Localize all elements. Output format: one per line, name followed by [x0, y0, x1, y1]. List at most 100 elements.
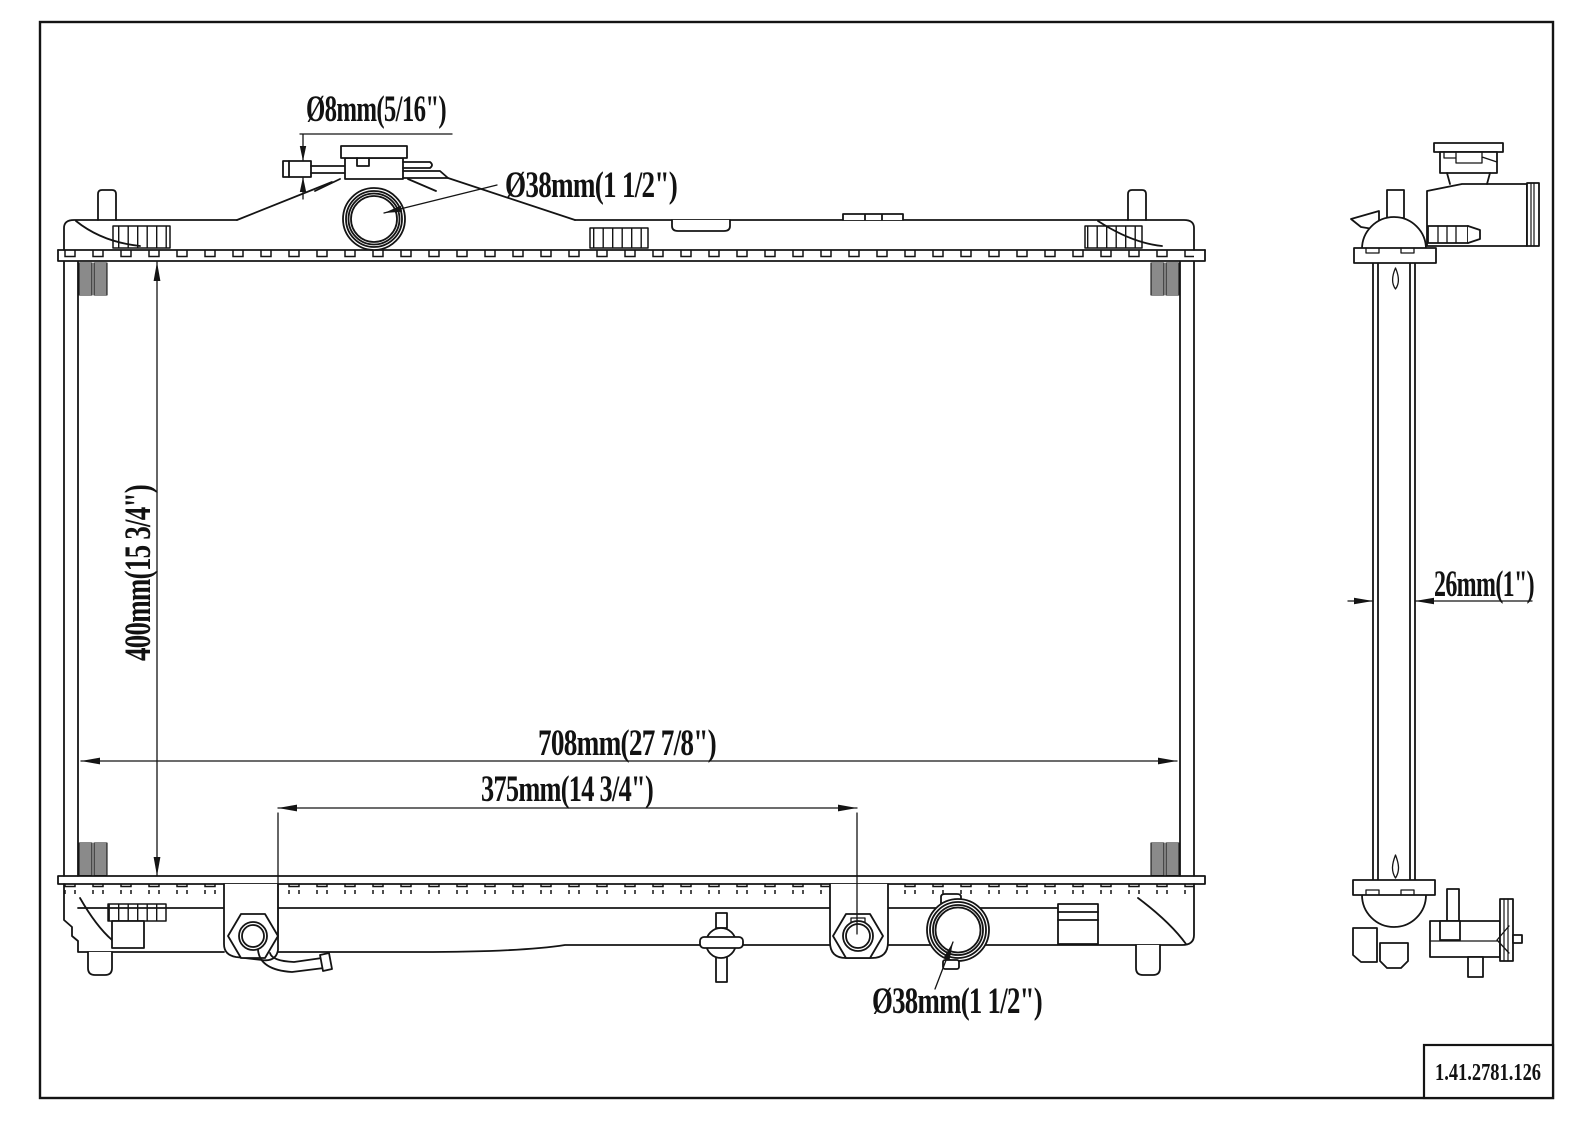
top-tank-tab [842, 213, 904, 221]
side-bleeder-ribs [1437, 225, 1457, 244]
core-side-plates [63, 261, 1195, 877]
dim-outlet-label: Ø38mm(1 1/2") [872, 981, 1042, 1022]
outlet-ring2 [929, 901, 987, 959]
side-center-foot [1379, 942, 1409, 969]
side-left-foot [1352, 927, 1378, 963]
side-bottom-tank [1352, 879, 1523, 978]
neck-skirt [314, 178, 437, 192]
dim-fitting-span-lines [277, 807, 858, 939]
side-outlet-chevron [1496, 925, 1510, 954]
dim-arrow [81, 757, 100, 765]
side-view [1350, 142, 1540, 978]
dim-overall-width-label: 708mm(27 7/8") [538, 723, 716, 764]
dim-arrow [1415, 597, 1434, 605]
dim-fitting-span-label: 375mm(14 3/4") [481, 769, 653, 810]
dim-overflow-tube: Ø8mm(5/16") [299, 89, 453, 200]
side-bottom-flange-notches [1365, 889, 1415, 896]
neck-body [344, 157, 404, 180]
dim-arrow [278, 804, 297, 812]
side-bracket-lower [1467, 956, 1484, 978]
fins-top-right-a [1150, 262, 1165, 296]
core [63, 261, 1195, 877]
bottom-block-left [111, 920, 145, 949]
top-mount-pin-right [1127, 189, 1147, 221]
overflow-arm [310, 165, 346, 174]
dim-outlet: Ø38mm(1 1/2") [872, 941, 1043, 1022]
bottom-tank-left-curve [79, 897, 113, 941]
side-outlet-nipple [1512, 934, 1523, 944]
outlet-bottom-tab [942, 959, 960, 970]
side-bleeder-tip [1467, 225, 1481, 244]
bottom-block-right-lines [1057, 911, 1099, 921]
title-block: 1.41.2781.126 [1422, 1043, 1555, 1100]
top-mount-pin-left [97, 189, 117, 221]
bottom-header-plate [57, 875, 1206, 885]
dim-arrow [838, 804, 857, 812]
dim-arrow [299, 177, 307, 192]
side-dome [1361, 216, 1427, 250]
dim-arrow [153, 857, 161, 876]
side-inlet-flange-lines [1530, 182, 1535, 247]
cap-plate [340, 145, 408, 159]
inlet-port-ring3 [347, 192, 401, 246]
side-outlet-flange [1499, 898, 1514, 962]
dim-core-height-label: 400mm(15 3/4") [118, 485, 159, 661]
sheet-border [38, 20, 1555, 1100]
side-outlet-block [1439, 920, 1461, 941]
bottom-header [57, 875, 1206, 894]
top-tank-recess [671, 219, 731, 232]
side-cap-plate [1433, 142, 1504, 153]
side-bottom-flange [1352, 879, 1436, 896]
side-cap-detail [1443, 151, 1498, 164]
top-tank-right-flare [447, 177, 576, 221]
front-view [57, 145, 1206, 983]
dim-arrow [943, 942, 953, 960]
bottom-tank [63, 883, 1195, 983]
hex-ring-inner [845, 923, 871, 949]
side-core-column [1372, 262, 1416, 882]
side-top-flange [1353, 247, 1437, 264]
dim-core-thickness-label: 26mm(1") [1434, 564, 1534, 605]
hex-ring-outer [842, 920, 874, 952]
side-bowl [1361, 894, 1427, 928]
dim-inlet-label: Ø38mm(1 1/2") [505, 165, 677, 206]
fins-bottom-right-b [1165, 842, 1180, 876]
bottom-block-right [1057, 903, 1099, 945]
top-tank [57, 177, 1206, 262]
outlet-port [926, 893, 990, 970]
fins-top-left-a [78, 262, 93, 296]
bottom-tank-right-curve [1137, 897, 1187, 945]
dim-inlet-leader [383, 184, 498, 214]
top-tank-left-flare [236, 181, 333, 221]
cap-tab [356, 157, 370, 167]
fins-top-right-b [1165, 262, 1180, 296]
right-flare-arm [402, 170, 449, 179]
top-tank-rib-block-left [112, 225, 171, 249]
top-tank-rib-block-middle [589, 227, 649, 249]
fins-bottom-left-a [78, 842, 93, 876]
dim-inlet: Ø38mm(1 1/2") [383, 165, 678, 214]
dim-core-height: 400mm(15 3/4") [118, 261, 161, 877]
side-top-flange-notches [1365, 247, 1415, 254]
dim-overall-width: 708mm(27 7/8") [80, 723, 1178, 765]
side-core-teardrop-bottom [1391, 854, 1400, 879]
bottom-rib-block-left [107, 903, 167, 922]
dim-overflow-tube-label: Ø8mm(5/16") [306, 89, 446, 130]
side-core-teardrop-top [1391, 267, 1400, 290]
petcock-stem-top [715, 912, 728, 929]
inlet-port-inner [350, 195, 398, 243]
dimension-annotations: 400mm(15 3/4") 708mm(27 7/8") 375mm(14 3… [80, 89, 1535, 1022]
dim-arrow [1354, 597, 1373, 605]
fins-top-left-b [93, 262, 108, 296]
dim-core-thickness: 26mm(1") [1347, 564, 1535, 605]
inlet-port-ring2 [345, 190, 403, 248]
right-arm [402, 161, 433, 169]
outlet-inner [934, 906, 982, 954]
drain-spout [257, 949, 325, 973]
top-tank-right-outline [574, 219, 1195, 251]
top-header-serration [64, 250, 1194, 260]
fins-bottom-left-b [93, 842, 108, 876]
side-bleeder-pipe [1427, 225, 1469, 244]
dim-fitting-span: 375mm(14 3/4") [277, 769, 858, 939]
